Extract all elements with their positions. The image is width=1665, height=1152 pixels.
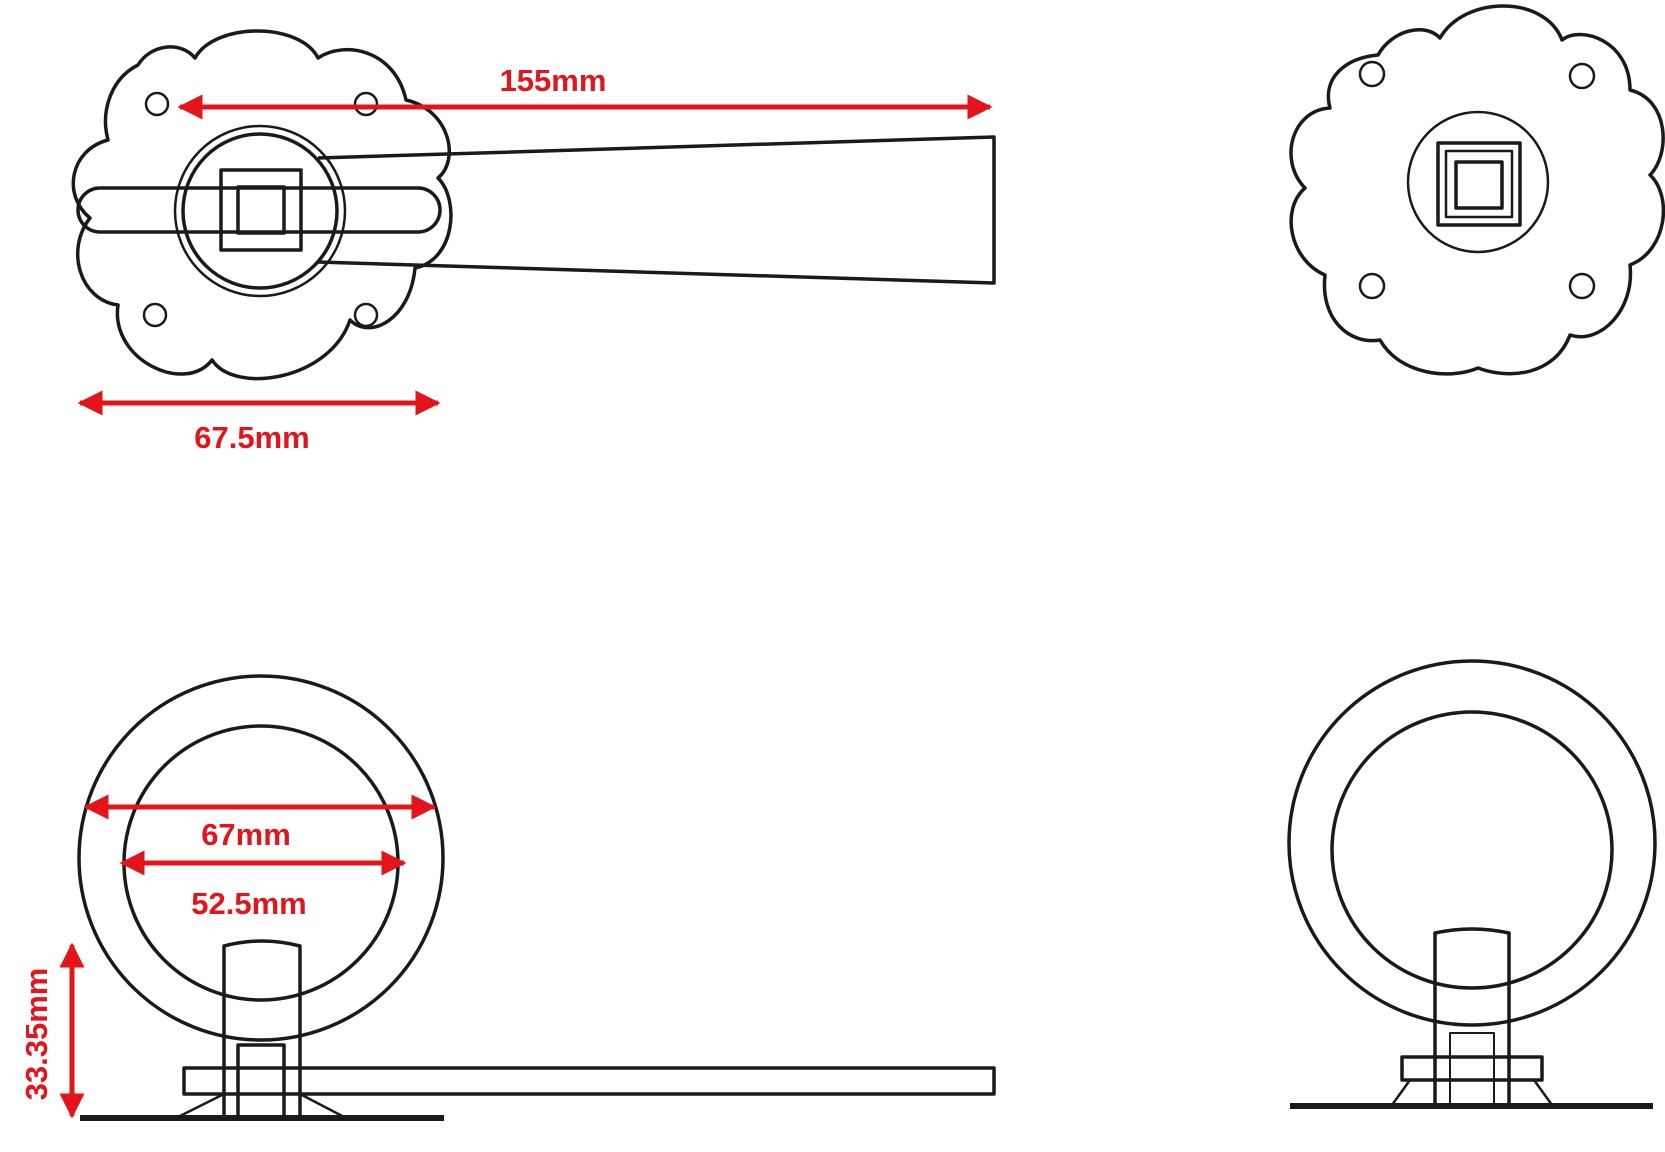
spindle-boss bbox=[1406, 110, 1550, 254]
screw-hole bbox=[353, 302, 379, 328]
screw-hole bbox=[142, 302, 168, 328]
ring-end-view bbox=[1287, 659, 1657, 1109]
rose-diameter-label: 67.5mm bbox=[194, 420, 309, 455]
dimension-labels: 155mm 67.5mm 67mm 52.5mm 33.35mm bbox=[19, 63, 606, 1100]
ring-inner-diameter-label: 52.5mm bbox=[191, 886, 306, 921]
spindle-boss-outer bbox=[173, 124, 347, 298]
rose-back-outline bbox=[1289, 4, 1665, 376]
ring-stem bbox=[222, 939, 302, 1118]
slot-bar bbox=[76, 186, 442, 234]
rose-outline bbox=[71, 29, 453, 381]
dimension-lines bbox=[59, 94, 993, 1119]
screw-hole bbox=[1568, 272, 1596, 300]
spindle-square-inner bbox=[1454, 160, 1504, 210]
lever-front-view bbox=[71, 29, 996, 381]
stem-insert bbox=[236, 1043, 286, 1120]
lever-length-label: 155mm bbox=[500, 63, 607, 98]
base-plate bbox=[182, 1066, 996, 1096]
screw-hole bbox=[1358, 60, 1386, 88]
ring-outer bbox=[77, 674, 445, 1042]
lever-arm bbox=[317, 135, 996, 285]
screw-hole bbox=[1358, 272, 1386, 300]
base-collar bbox=[1400, 1055, 1544, 1082]
spindle-square-inner bbox=[236, 185, 286, 235]
ring-inner bbox=[1330, 710, 1614, 990]
ring-height-label: 33.35mm bbox=[19, 968, 54, 1101]
screw-hole bbox=[1568, 62, 1596, 90]
spindle-square-outer bbox=[219, 168, 303, 252]
stem-foot bbox=[1390, 1079, 1554, 1106]
ring-outer-diameter-label: 67mm bbox=[201, 817, 291, 852]
spindle-boss-inner bbox=[181, 132, 339, 290]
stem-foot bbox=[175, 1092, 347, 1120]
ring-outer bbox=[1287, 659, 1657, 1027]
rose-back-view bbox=[1289, 4, 1665, 376]
screw-hole bbox=[144, 91, 170, 117]
screw-hole bbox=[353, 91, 379, 117]
ring-stem bbox=[1433, 927, 1511, 1105]
stem-insert bbox=[1449, 1032, 1495, 1106]
spindle-square-mid bbox=[1444, 149, 1514, 219]
spindle-square-outer bbox=[1436, 141, 1522, 227]
